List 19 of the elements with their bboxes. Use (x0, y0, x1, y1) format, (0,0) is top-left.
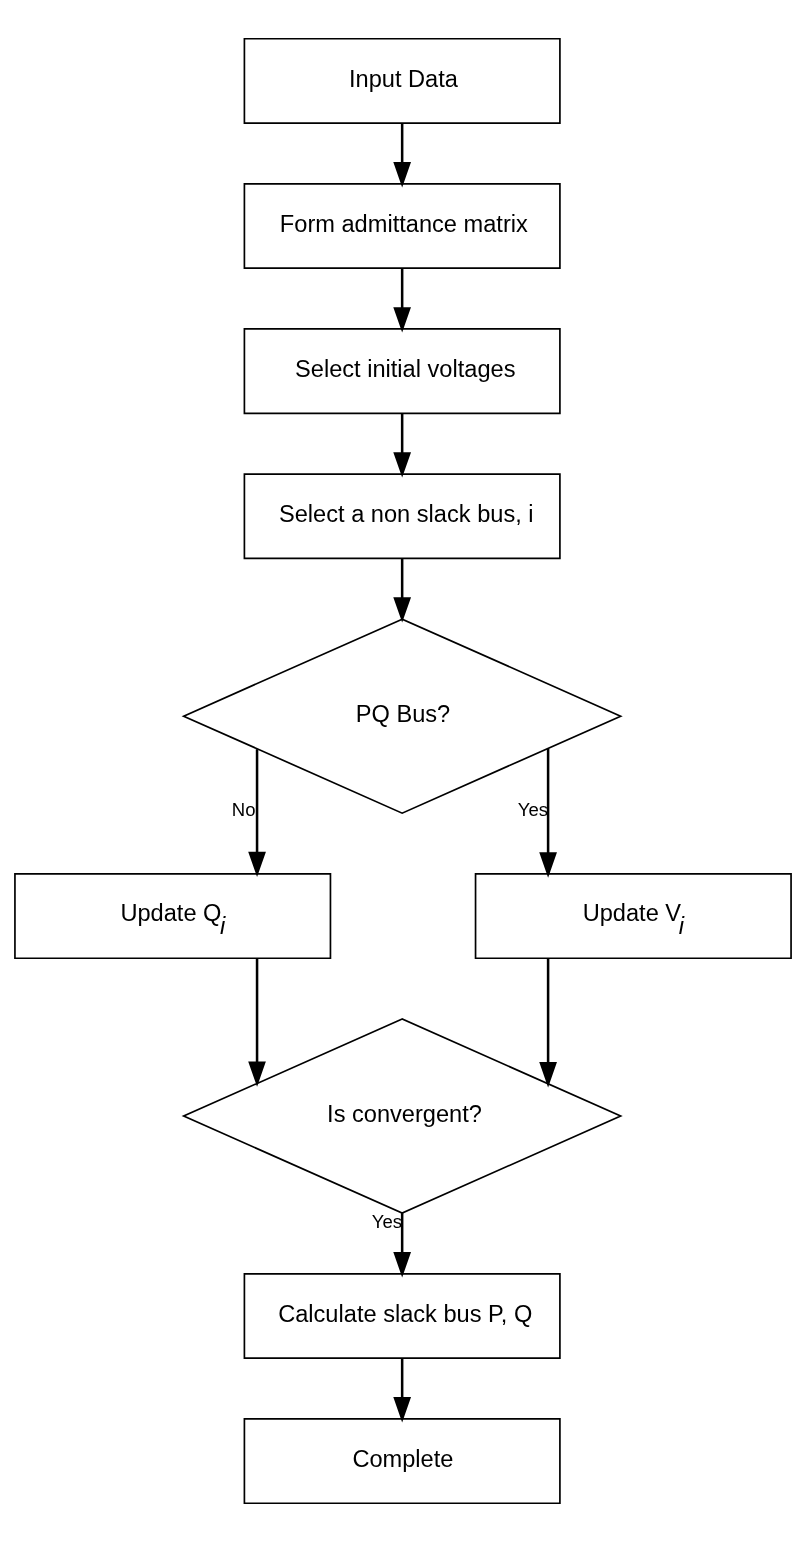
arrow (248, 958, 266, 1087)
node-box: Select initial voltages (243, 328, 561, 415)
edge-label: No (231, 798, 256, 820)
node-box: Calculate slack bus P, Q (243, 1272, 561, 1359)
node-box: Form admittance matrix (243, 183, 561, 270)
node-box: Select a non slack bus, i (243, 473, 561, 560)
edge-label: Yes (517, 798, 548, 820)
arrow (393, 1213, 412, 1278)
arrow (393, 558, 412, 623)
arrow (393, 268, 412, 333)
node-box: Input Data (243, 37, 561, 124)
arrow (393, 413, 412, 478)
node-diamond: Is convergent? (181, 1018, 623, 1214)
arrow (393, 123, 412, 188)
arrow (539, 958, 557, 1088)
node-box: Complete (243, 1418, 561, 1505)
arrow (393, 1358, 412, 1423)
arrow (539, 748, 557, 878)
arrow (248, 749, 266, 878)
